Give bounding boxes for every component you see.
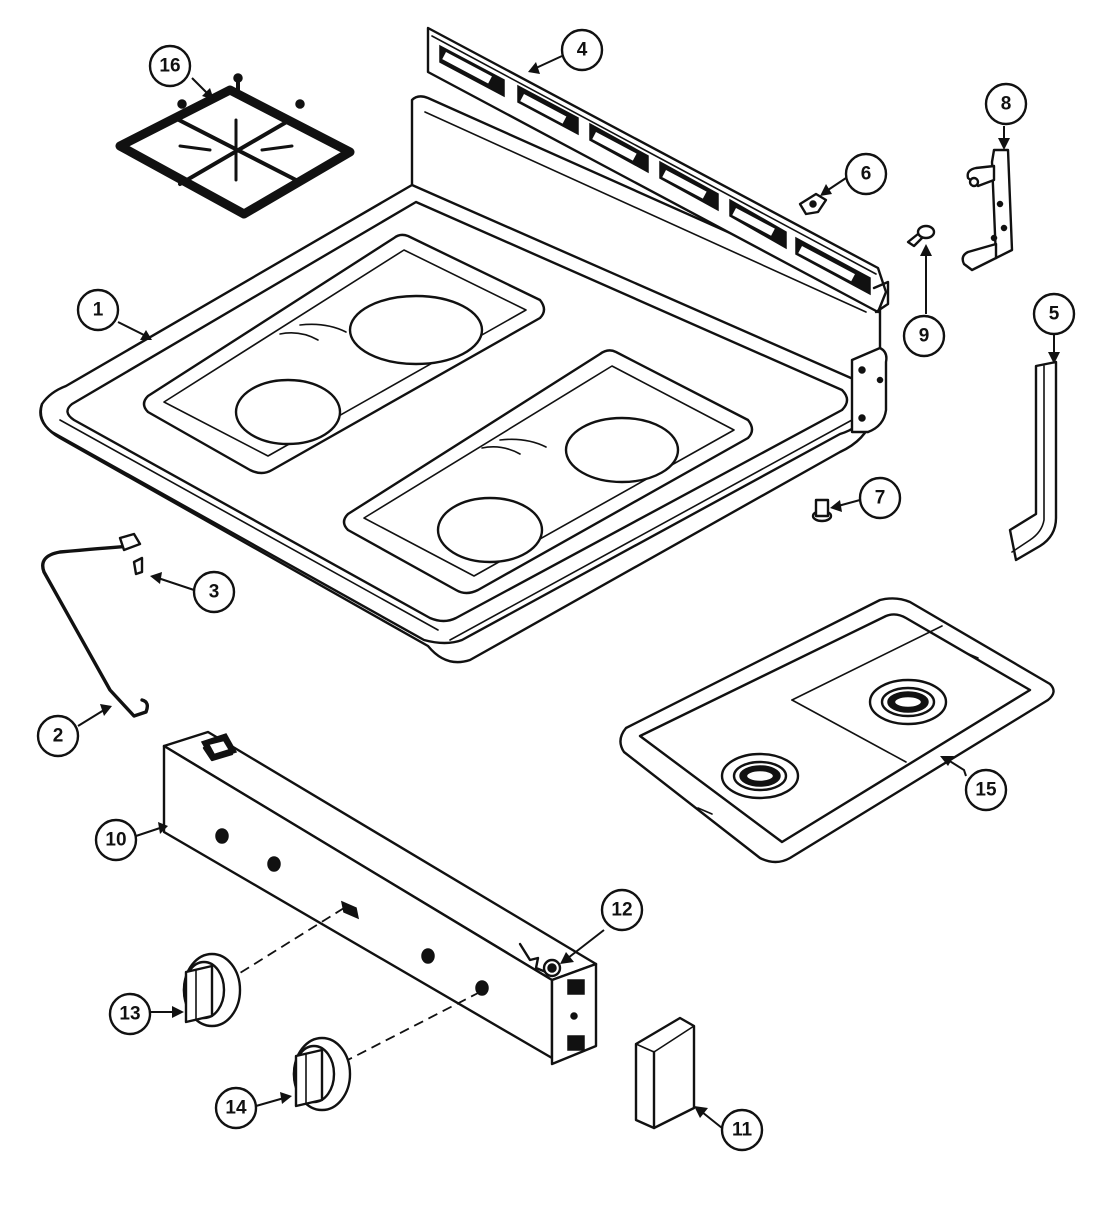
callout-9: 9 — [902, 314, 946, 358]
leader-15 — [947, 759, 967, 777]
callout-label-10: 10 — [105, 830, 126, 851]
arrowhead-11 — [694, 1106, 708, 1118]
arrowhead-10 — [158, 822, 168, 834]
leader-6 — [827, 177, 847, 191]
callout-7: 7 — [858, 476, 902, 520]
callout-label-2: 2 — [53, 726, 64, 747]
bolt-7-part — [811, 498, 833, 523]
callout-label-16: 16 — [159, 56, 180, 77]
callout-label-13: 13 — [119, 1004, 140, 1025]
callout-label-4: 4 — [577, 40, 588, 61]
callout-13: 13 — [108, 992, 152, 1036]
arrowhead-5 — [1048, 352, 1060, 364]
leader-2 — [77, 709, 105, 727]
arrowhead-16 — [202, 88, 214, 100]
callout-label-14: 14 — [225, 1098, 247, 1119]
arrowhead-8 — [998, 138, 1010, 150]
callout-8: 8 — [984, 82, 1028, 126]
knob-13-part — [182, 952, 242, 1028]
arrowhead-15 — [940, 756, 954, 766]
callout-6: 6 — [844, 152, 888, 196]
callout-label-9: 9 — [919, 326, 930, 347]
callout-label-3: 3 — [209, 582, 220, 603]
arrowhead-6 — [820, 184, 832, 196]
knob-13-guide-line — [231, 907, 345, 979]
bracket-part — [961, 148, 1014, 272]
arrowhead-12 — [560, 952, 574, 964]
callout-16: 16 — [148, 44, 192, 88]
callout-label-8: 8 — [1001, 94, 1012, 115]
leader-10 — [135, 827, 161, 837]
callout-12: 12 — [600, 888, 644, 932]
callout-4: 4 — [560, 28, 604, 72]
knob-14-part — [292, 1036, 352, 1112]
callout-label-12: 12 — [611, 900, 632, 921]
leader-16 — [191, 77, 209, 95]
arrowhead-1 — [140, 330, 152, 340]
callout-5: 5 — [1032, 292, 1076, 336]
leader-4 — [535, 55, 563, 69]
leader-3 — [157, 577, 195, 591]
arrowhead-4 — [528, 62, 540, 74]
burner-grate-part — [115, 73, 355, 219]
arrowhead-14 — [280, 1092, 292, 1104]
callout-15: 15 — [964, 768, 1008, 812]
callout-10: 10 — [94, 818, 138, 862]
callout-label-7: 7 — [875, 488, 886, 509]
callout-label-15: 15 — [975, 780, 997, 801]
backguard-vent-part — [426, 26, 890, 314]
callout-3: 3 — [192, 570, 236, 614]
screw-3-part — [132, 556, 144, 576]
leader-12 — [567, 929, 605, 959]
leader-11 — [701, 1111, 723, 1129]
callout-2: 2 — [36, 714, 80, 758]
leader-14 — [255, 1097, 285, 1107]
arrowhead-9 — [920, 244, 932, 256]
arrowhead-13 — [172, 1006, 184, 1018]
callout-label-1: 1 — [93, 300, 104, 321]
cooktop-main-top — [39, 95, 888, 664]
callout-label-6: 6 — [861, 164, 872, 185]
callout-14: 14 — [214, 1086, 258, 1130]
callout-label-11: 11 — [732, 1120, 753, 1141]
drip-pan-part — [619, 597, 1055, 864]
end-cap-part — [634, 1016, 696, 1130]
arrowhead-7 — [830, 500, 842, 512]
side-trim-part — [1008, 360, 1058, 562]
leader-1 — [117, 321, 147, 337]
callout-11: 11 — [720, 1108, 764, 1152]
callout-label-5: 5 — [1049, 304, 1060, 325]
screw-9-part — [906, 224, 936, 248]
arrowhead-3 — [150, 572, 162, 584]
callout-1: 1 — [76, 288, 120, 332]
arrowhead-2 — [100, 704, 112, 716]
knob-14-guide-line — [339, 991, 481, 1065]
support-rod-part — [41, 532, 150, 718]
leader-7 — [837, 499, 861, 507]
nut-part — [798, 192, 828, 216]
